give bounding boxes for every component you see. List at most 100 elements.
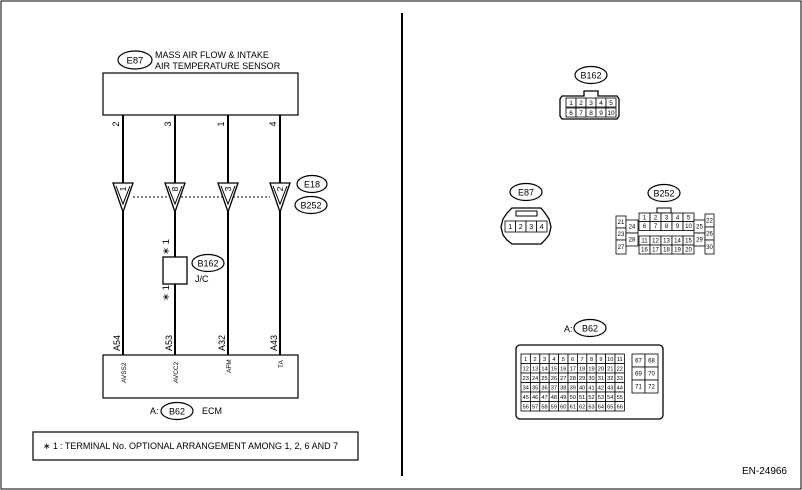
- b252-pin-number: 6: [643, 224, 647, 230]
- ecm-box: [102, 354, 299, 399]
- b252-pin-number: 28: [629, 238, 636, 244]
- b62-pin-number: 52: [588, 395, 594, 401]
- b252-pin-cell: [615, 239, 627, 255]
- note-mark: ∗ 1: [43, 441, 58, 451]
- b252-label: B252: [653, 189, 674, 199]
- b62-pin-number: 33: [617, 376, 623, 382]
- b62-pin-number: 50: [570, 395, 576, 401]
- note-text: : TERMINAL No. OPTIONAL ARRANGEMENT AMON…: [60, 441, 338, 451]
- b162-pin-number: 6: [569, 110, 573, 117]
- e87-pin-number: 1: [508, 224, 512, 231]
- ecm-signal-3: AFM: [226, 359, 233, 373]
- joint-pin-3: 3: [223, 186, 233, 191]
- ecm-signal-1: AVSS2: [121, 362, 128, 383]
- joint-connector-bottom-label: B252: [300, 201, 321, 211]
- b62-pin-number: 30: [588, 376, 594, 382]
- b62-pin-number: 31: [598, 376, 604, 382]
- b252-pin-number: 1: [643, 215, 647, 221]
- b62-pin-number: 51: [579, 395, 585, 401]
- e87-badge: E87: [509, 182, 543, 202]
- b162-pin-number: 8: [589, 110, 593, 117]
- b62-pin-number: 4: [552, 357, 555, 363]
- b252-pin-number: 25: [696, 225, 703, 231]
- b62-pin-number: 15: [551, 366, 557, 372]
- b62-pin-number: 40: [579, 385, 585, 391]
- b62-pin-number: 48: [551, 395, 557, 401]
- b62-pin-number: 38: [560, 385, 566, 391]
- b252-pin-number: 14: [674, 239, 681, 245]
- b162-pin-number: 5: [609, 100, 613, 107]
- b162-pin-number: 10: [607, 110, 615, 117]
- b62-pin-number: 10: [607, 357, 613, 363]
- b252-pin-number: 11: [641, 239, 648, 245]
- b162-badge: B162: [574, 65, 608, 85]
- jc-mark-top: ∗ 1: [161, 239, 172, 255]
- sensor-box: [102, 72, 299, 116]
- b62-pin-number: 5: [562, 357, 565, 363]
- b162-pin-number: 1: [569, 100, 573, 107]
- b62-pin-number: 36: [541, 385, 547, 391]
- b252-pin-number: 2: [654, 215, 658, 221]
- b62-pin-number: 14: [541, 366, 547, 372]
- b252-pin-number: 20: [685, 248, 692, 254]
- b62-pin-number: 25: [541, 376, 547, 382]
- b62-pin-number: 20: [598, 366, 604, 372]
- ecm-connector-badge: B62: [160, 401, 194, 421]
- figure-id: EN-24966: [742, 466, 787, 477]
- b252-pin-number: 12: [652, 239, 659, 245]
- b62-pin-number: 28: [570, 376, 576, 382]
- b252-pin-number: 23: [618, 232, 625, 238]
- joint-pin-1: 1: [118, 186, 128, 191]
- b62-pin-number: 60: [560, 404, 566, 410]
- e87-pin-cell: [536, 220, 548, 233]
- b62-pin-number: 13: [532, 366, 538, 372]
- b252-pin-number: 17: [652, 248, 659, 254]
- sensor-pin-2: 3: [163, 121, 173, 126]
- b252-pin-number: 26: [706, 232, 713, 238]
- b62-pin-number: 43: [607, 385, 613, 391]
- b162-pin-number: 2: [579, 100, 583, 107]
- joint-pin-4: 2: [275, 186, 285, 191]
- e87-pin-number: 4: [540, 224, 544, 231]
- b62-pin-number: 22: [617, 366, 623, 372]
- b62-pin-number: 45: [523, 395, 529, 401]
- b252-badge: B252: [647, 183, 681, 203]
- b62-pin-number: 17: [570, 366, 576, 372]
- b62-pin-number: 58: [541, 404, 547, 410]
- b252-pin-number: 10: [685, 224, 692, 230]
- b252-pin-number: 16: [641, 248, 648, 254]
- b252-pin-cell: [625, 232, 639, 247]
- b62-pin-number: 27: [560, 376, 566, 382]
- jc-connector-badge: B162: [191, 253, 225, 273]
- b62-pin-number: 49: [560, 395, 566, 401]
- b62-pin-number: 64: [598, 404, 604, 410]
- ecm-name: ECM: [202, 406, 222, 416]
- b62-pin-number: 3: [543, 357, 546, 363]
- b162-pin-cell: [605, 107, 617, 118]
- b162-pin-number: 3: [589, 100, 593, 107]
- b162-pin-cell: [605, 97, 617, 108]
- b62-pin-number: 19: [588, 366, 594, 372]
- b62-label: B62: [582, 324, 598, 334]
- b62-pin-number: 18: [579, 366, 585, 372]
- jc-mark-bottom: ∗ 1: [161, 285, 172, 301]
- b62-pin-number: 65: [607, 404, 613, 410]
- b62-pin-number: 69: [635, 372, 642, 378]
- e87-label: E87: [518, 188, 534, 198]
- b62-pin-number: 42: [598, 385, 604, 391]
- b62-pin-number: 66: [617, 404, 623, 410]
- e87-pin-number: 2: [519, 224, 523, 231]
- ecm-terminal-1: A54: [112, 335, 122, 351]
- b252-pin-cell: [682, 244, 695, 255]
- b62-pin-number: 46: [532, 395, 538, 401]
- b62-pin-number: 44: [617, 385, 623, 391]
- b62-pin-cell: [644, 379, 659, 394]
- b252-pin-number: 24: [629, 225, 636, 231]
- b252-pin-cell: [704, 239, 715, 255]
- b62-pin-number: 1: [524, 357, 527, 363]
